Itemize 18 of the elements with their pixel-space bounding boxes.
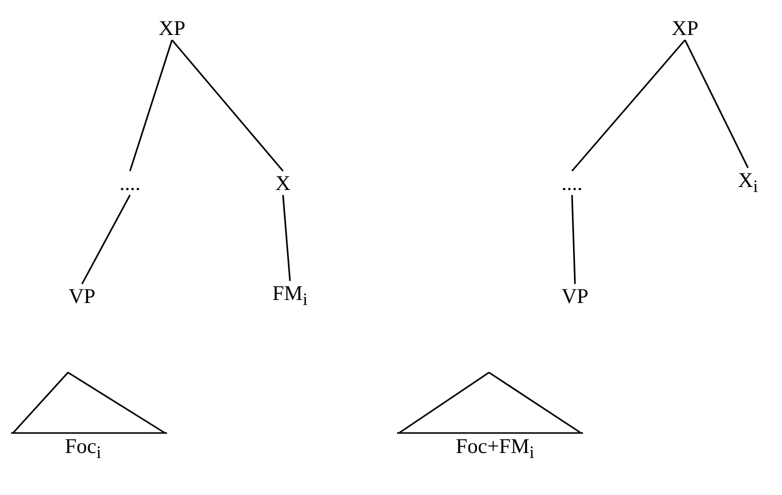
tree-branch <box>171 39 284 172</box>
node-label: Foc+FM$_{i}$ <box>456 435 534 464</box>
tree-branch <box>129 40 173 172</box>
tree-branch <box>81 194 131 284</box>
tree-branch <box>684 40 749 168</box>
tree-branch <box>571 194 576 284</box>
node-label: X <box>275 171 291 195</box>
node-label: VP <box>68 284 96 308</box>
node-label: VP <box>562 284 588 308</box>
node-label: .... <box>562 171 582 195</box>
node-label: XP <box>158 16 186 40</box>
node-label: Foc$_{i}$ <box>64 435 102 464</box>
node-label: FM$_{i}$ <box>272 280 308 312</box>
tree-branch <box>282 194 291 281</box>
node-label: XP <box>672 16 698 40</box>
tree-branch <box>571 39 686 172</box>
node-label: X$_{i}$ <box>738 168 758 198</box>
node-label: .... <box>120 171 140 195</box>
